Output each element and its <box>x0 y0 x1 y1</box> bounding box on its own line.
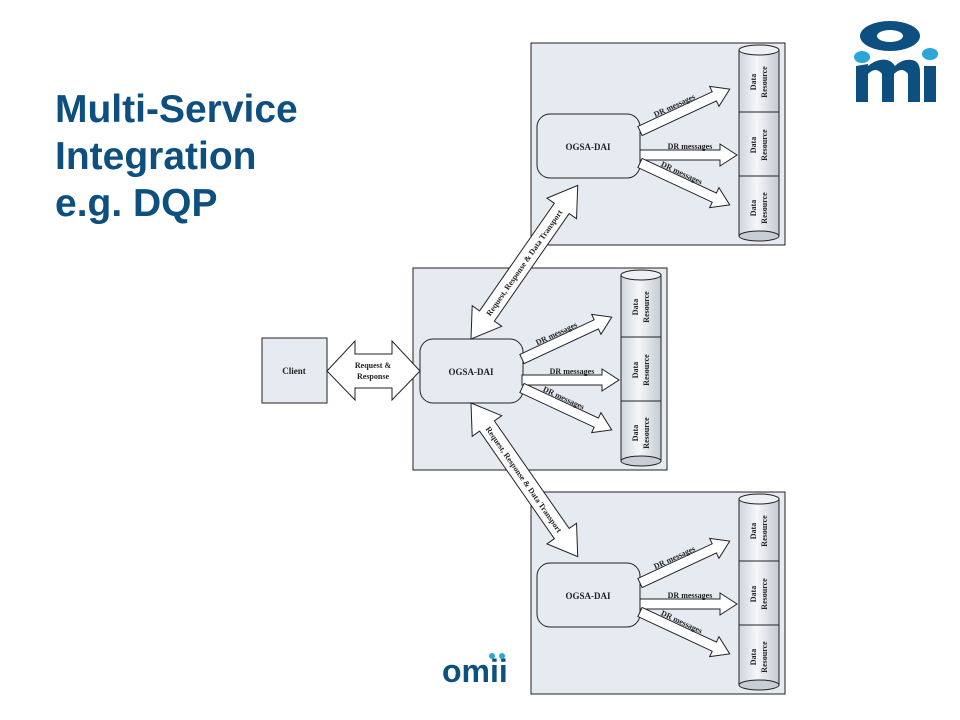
data-resource-label-top-1b: Resource <box>760 66 769 98</box>
title-line-2: Integration <box>55 135 257 178</box>
data-resource-label-bottom-1b: Resource <box>760 515 769 547</box>
data-resource-label-middle-3a: Data <box>631 425 640 441</box>
data-resource-label-middle-1b: Resource <box>642 291 651 323</box>
omii-logo-icon <box>854 21 938 102</box>
title-line-3: e.g. DQP <box>55 182 218 225</box>
data-resource-top-2: Data Resource <box>738 111 780 177</box>
dr-label-top-2: DR messages <box>668 142 713 151</box>
ogsa-label-middle: OGSA-DAI <box>448 367 494 377</box>
client-link-label-2: Response <box>357 372 389 381</box>
dr-label-middle-2: DR messages <box>550 367 595 376</box>
data-resource-label-top-1a: Data <box>749 74 758 90</box>
data-resource-bottom-2: Data Resource <box>738 560 780 626</box>
dr-arrow-bottom-2: DR messages <box>639 591 738 616</box>
data-resource-label-top-3a: Data <box>749 200 758 216</box>
data-resource-top-1: Data Resource <box>738 44 780 113</box>
dr-label-bottom-2: DR messages <box>668 591 713 600</box>
data-resource-label-middle-2a: Data <box>631 362 640 378</box>
ogsa-box-top <box>536 113 641 179</box>
ogsa-label-bottom: OGSA-DAI <box>565 591 611 601</box>
dr-arrow-middle-2: DR messages <box>521 367 620 392</box>
client-box <box>261 337 328 404</box>
data-resource-label-bottom-1a: Data <box>749 523 758 539</box>
data-resource-label-middle-2b: Resource <box>642 354 651 386</box>
ogsa-box-bottom <box>536 562 641 628</box>
title-line-1: Multi-Service <box>55 88 298 131</box>
omii-wordmark-text: omii <box>442 653 508 689</box>
data-resource-label-top-3b: Resource <box>760 192 769 224</box>
data-resource-label-top-2b: Resource <box>760 129 769 161</box>
data-resource-label-middle-3b: Resource <box>642 417 651 449</box>
data-resource-label-bottom-3b: Resource <box>760 641 769 673</box>
omii-wordmark-icon: omii <box>442 653 508 689</box>
data-resource-label-top-2a: Data <box>749 137 758 153</box>
data-resource-top-3: Data Resource <box>738 175 780 242</box>
client-label: Client <box>282 366 306 376</box>
client-link-label-1: Request & <box>355 361 392 370</box>
data-resource-bottom-3: Data Resource <box>738 624 780 691</box>
data-resource-middle-2: Data Resource <box>620 336 662 402</box>
client-link-arrow <box>326 339 421 402</box>
dr-arrow-top-2: DR messages <box>639 142 738 167</box>
data-resource-middle-3: Data Resource <box>620 400 662 467</box>
data-resource-bottom-1: Data Resource <box>738 493 780 562</box>
data-resource-label-bottom-2b: Resource <box>760 578 769 610</box>
data-resource-label-bottom-3a: Data <box>749 649 758 665</box>
data-resource-label-middle-1a: Data <box>631 299 640 315</box>
ogsa-label-top: OGSA-DAI <box>565 142 611 152</box>
slide-title: Multi-Service Integration e.g. DQP <box>55 86 298 227</box>
data-resource-label-bottom-2a: Data <box>749 586 758 602</box>
data-resource-middle-1: Data Resource <box>620 269 662 338</box>
